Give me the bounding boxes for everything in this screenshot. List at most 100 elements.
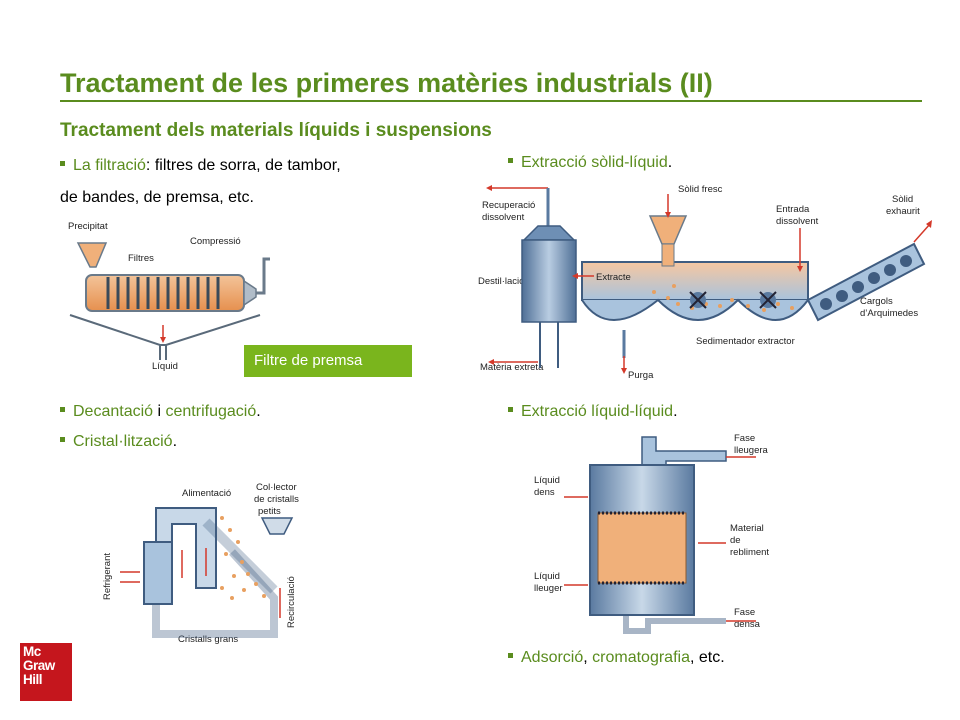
liquid-lleuger-label-1: Líquid <box>534 571 560 582</box>
small-crystal-collector <box>260 517 294 535</box>
mcgraw-hill-logo: Mc Graw Hill <box>20 643 72 701</box>
bullet-marker <box>60 437 65 443</box>
hopper <box>76 242 108 268</box>
material-label-3: rebliment <box>730 547 769 558</box>
decantacio-link[interactable]: Decantació <box>73 403 154 420</box>
destillacio-label: Destil·lació <box>478 276 524 287</box>
bullet-cristal: Cristal·lització. <box>60 432 177 452</box>
solid-particles <box>652 284 794 312</box>
crystals <box>220 516 266 600</box>
liquid-lleuger-label-2: lleuger <box>534 583 563 594</box>
fase-lleugera-label-2: lleugera <box>734 445 769 456</box>
entrada-arrow <box>797 228 803 272</box>
liquid-label: Líquid <box>152 361 178 372</box>
distillation-column <box>521 239 577 323</box>
solid-exh-label-2: exhaurit <box>886 206 920 217</box>
purga-label: Purga <box>628 370 654 381</box>
filter-press-diagram: Precipitat Filtres Compressió Líquid <box>68 221 270 372</box>
solid-exh-arrow <box>913 220 932 243</box>
distillation-top <box>522 225 576 241</box>
extracte-arrow <box>572 273 594 279</box>
logo-line-2: Graw <box>23 658 55 673</box>
compressio-label: Compressió <box>190 236 241 247</box>
centrifugacio-link[interactable]: centrifugació <box>165 403 257 420</box>
decantacio-tail: . <box>256 403 261 420</box>
collector-label-1: Col·lector <box>256 482 297 493</box>
sedimentador-label: Sedimentador extractor <box>696 336 795 347</box>
impeller-icon-1 <box>689 291 707 309</box>
fase-densa-label-2: densa <box>734 619 761 630</box>
bullet-solid-liquid: Extracció sòlid-líquid. <box>508 153 672 173</box>
adsorcio-sep: , <box>583 649 593 666</box>
filtracio-link[interactable]: La filtració <box>73 157 146 174</box>
bullet-adsorcio: Adsorció, cromatografia, etc. <box>508 648 725 668</box>
purga-arrow <box>621 356 627 374</box>
packing-material <box>597 512 687 584</box>
screw-flights <box>820 255 912 310</box>
cristal-link[interactable]: Cristal·lització <box>73 433 173 450</box>
flow-arrow-head <box>160 337 166 343</box>
entrada-label-2: dissolvent <box>776 216 819 227</box>
alimentacio-label: Alimentació <box>182 488 231 499</box>
solid-liquid-extraction-diagram: Recuperació dissolvent Sòlid fresc Entra… <box>478 184 932 381</box>
logo-line-1: Mc <box>23 644 41 659</box>
feed-hopper <box>648 215 688 245</box>
collector-label-3: petits <box>258 506 281 517</box>
page-title: Tractament de les primeres matèries indu… <box>60 66 922 102</box>
sedimentation-basins <box>581 298 809 321</box>
archimedes-screw <box>806 242 926 322</box>
filter-plates <box>106 277 220 309</box>
adsorcio-tail: , etc. <box>689 649 725 666</box>
liquid-dens-label-1: Líquid <box>534 475 560 486</box>
cargols-label-1: Cargols <box>860 296 893 307</box>
crystallizer-diagram: Alimentació Col·lector de cristalls peti… <box>102 482 299 645</box>
cooler-body <box>143 541 173 605</box>
cristal-tail: . <box>172 433 178 450</box>
material-label-1: Material <box>730 523 764 534</box>
recuperacio-label-1: Recuperació <box>482 200 535 211</box>
bullet-liquid-liquid: Extracció líquid-líquid. <box>508 402 678 422</box>
materia-label: Matèria extreta <box>480 362 544 373</box>
liquid-liquid-extraction-diagram: Fase lleugera Líquid dens Material de re… <box>534 433 769 634</box>
bullet-marker <box>508 653 513 659</box>
filter-caption: Filtre de premsa <box>244 345 412 377</box>
cristalls-grans-label: Cristalls grans <box>178 634 238 645</box>
cromatografia-link[interactable]: cromatografia <box>592 649 690 666</box>
extracte-label: Extracte <box>596 272 631 283</box>
bullet-filtracio: La filtració: filtres de sorra, de tambo… <box>60 156 341 176</box>
liquid-liquid-link[interactable]: Extracció líquid-líquid <box>521 403 674 420</box>
bullet-marker <box>508 158 513 164</box>
recirculacio-label: Recirculació <box>286 576 297 628</box>
liquid-flow-arrows <box>564 456 756 622</box>
logo-line-3: Hill <box>23 672 43 687</box>
collector-label-2: de cristalls <box>254 494 299 505</box>
impeller-icon-2 <box>759 291 777 309</box>
recuperacio-label-2: dissolvent <box>482 212 525 223</box>
solid-exh-label-1: Sòlid <box>892 194 913 205</box>
fase-lleugera-label-1: Fase <box>734 433 755 444</box>
solid-fresc-arrow <box>665 194 671 218</box>
bottom-outlet-pipe <box>623 615 726 634</box>
collector-funnel <box>69 314 261 346</box>
flow-arrows <box>120 548 281 618</box>
decantacio-mid: i <box>153 403 166 420</box>
top-outlet-pipe <box>641 436 727 466</box>
cargols-label-2: d’Arquimedes <box>860 308 918 319</box>
press-body <box>85 274 245 312</box>
solid-liquid-link[interactable]: Extracció sòlid-líquid <box>521 154 668 171</box>
entrada-label-1: Entrada <box>776 204 810 215</box>
materia-arrow <box>488 359 538 365</box>
adsorcio-link[interactable]: Adsorció <box>521 649 584 666</box>
bullet-marker <box>508 407 513 413</box>
solid-fresc-label: Sòlid fresc <box>678 184 723 195</box>
filtracio-line2: de bandes, de premsa, etc. <box>60 189 254 206</box>
bullet-decantacio: Decantació i centrifugació. <box>60 402 261 422</box>
liquid-liquid-tail: . <box>673 403 678 420</box>
press-handle <box>256 257 270 295</box>
filtres-label: Filtres <box>128 253 154 264</box>
press-screw <box>243 279 257 307</box>
refrigerant-label: Refrigerant <box>102 553 113 600</box>
section-subtitle: Tractament dels materials líquids i susp… <box>60 120 492 141</box>
bullet-marker <box>60 161 65 167</box>
recirculation-pipe <box>152 549 278 638</box>
